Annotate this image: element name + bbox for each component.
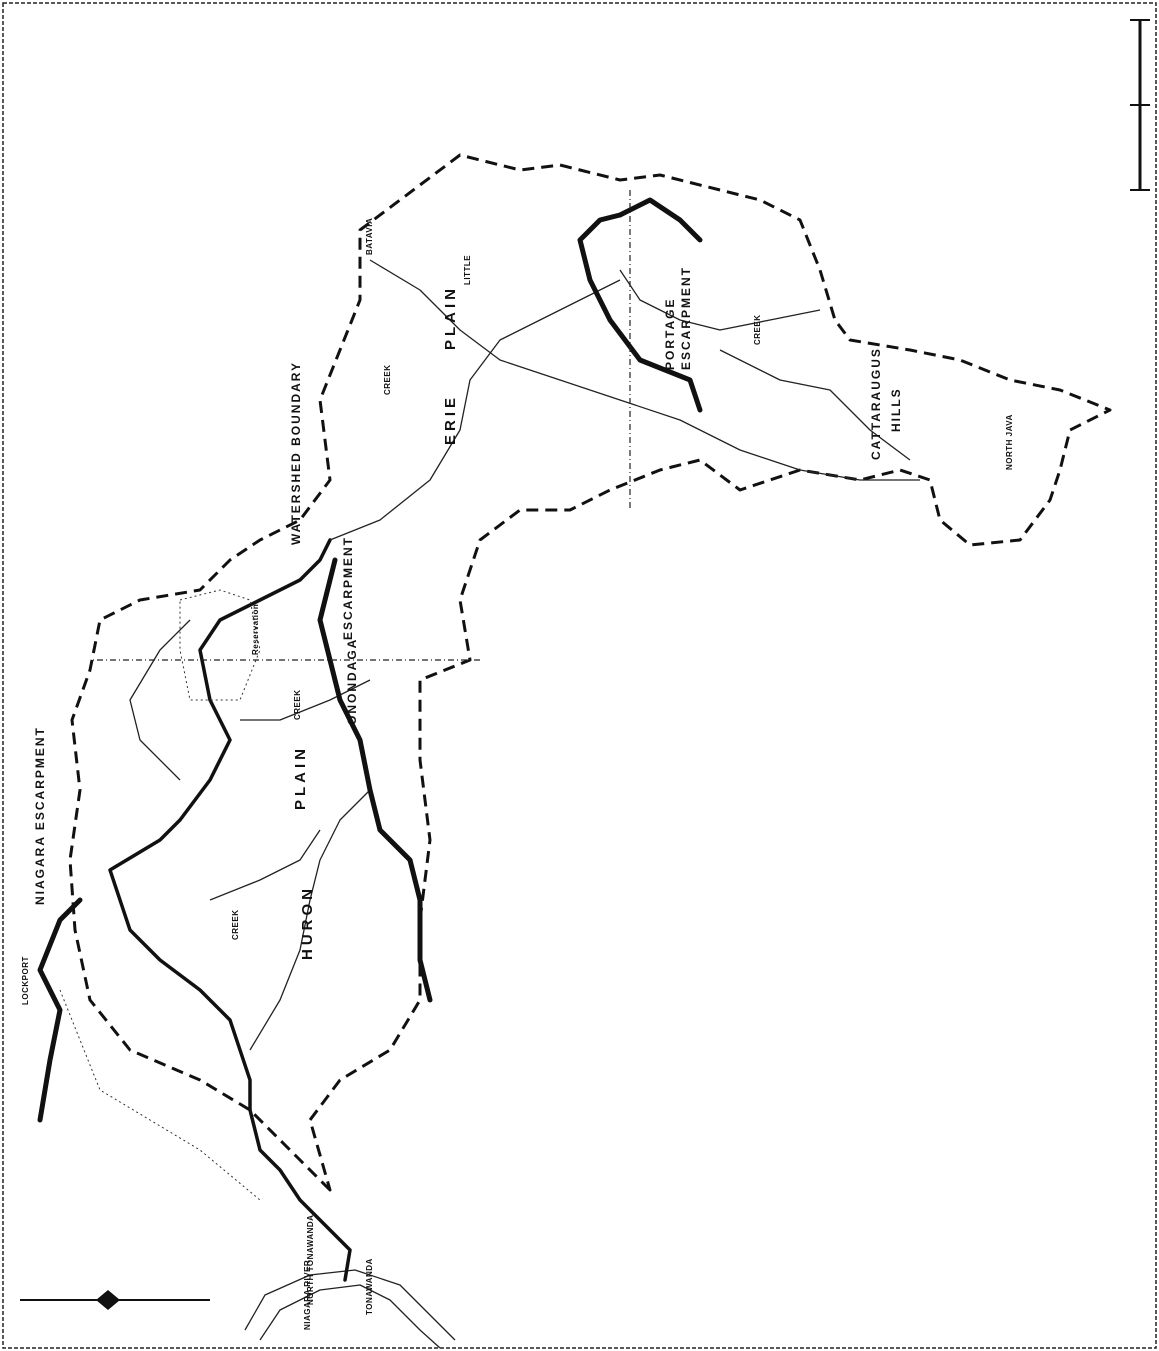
svg-text:NORTH JAVA: NORTH JAVA [1005,414,1014,470]
erie-plain-label: PLAIN [442,285,459,350]
north-java-label: NORTH JAVA [1005,414,1014,470]
svg-text:LITTLE: LITTLE [463,255,472,285]
portage-escarpment-line-2 [617,197,703,243]
onondaga-escarpment-line [317,557,433,1003]
svg-text:PLAIN: PLAIN [442,285,459,350]
svg-text:CATTARAUGUS: CATTARAUGUS [869,347,883,460]
svg-text:ONONDAGA: ONONDAGA [345,638,359,725]
huron-plain-label: PLAIN [292,745,309,810]
creek-label-1: CREEK [231,909,240,940]
svg-text:ESCARPMENT: ESCARPMENT [341,536,355,640]
svg-text:NIAGARA ESCARPMENT: NIAGARA ESCARPMENT [33,726,47,905]
niagara-escarpment-line [37,897,83,1123]
tributary-7 [619,269,821,331]
tributary-2 [209,829,321,901]
niagara-river-bank-1 [259,1284,441,1349]
svg-text:ERIE: ERIE [442,394,459,445]
portage-label: PORTAGE [663,298,677,370]
svg-text:CREEK: CREEK [293,689,302,720]
creek-label-4: CREEK [753,314,762,345]
scale-bar [1130,19,1150,191]
tonawanda-label: TONAWANDA [365,1258,374,1315]
svg-text:CREEK: CREEK [383,364,392,395]
svg-text:TONAWANDA: TONAWANDA [365,1258,374,1315]
erie-label: ERIE [442,394,459,445]
portage-escarpment-label: ESCARPMENT [679,266,693,370]
svg-text:PORTAGE: PORTAGE [663,298,677,370]
tributary-5 [329,279,621,541]
niagara-river-bank-2 [244,1269,456,1341]
svg-text:PLAIN: PLAIN [292,745,309,810]
little-label: LITTLE [463,255,472,285]
tributary-4 [129,619,191,781]
svg-text:WATERSHED BOUNDARY: WATERSHED BOUNDARY [289,361,303,545]
niagara-river-label: NIAGARA RIVER [303,1260,312,1330]
svg-text:CREEK: CREEK [231,909,240,940]
tributary-8 [719,349,911,461]
cattaraugus-label: CATTARAUGUS [869,347,883,460]
tonawanda-creek [108,538,352,1282]
portage-escarpment-line [577,212,703,413]
creek-label-3: CREEK [383,364,392,395]
tributary-6 [369,259,920,481]
reservation-boundary [179,589,261,701]
niagara-escarpment-label: NIAGARA ESCARPMENT [33,726,47,905]
svg-text:HILLS: HILLS [889,387,903,432]
svg-text:ESCARPMENT: ESCARPMENT [679,266,693,370]
reservation-label: Reservation [251,604,260,655]
lockport-road [59,989,261,1201]
svg-text:BATAVIA: BATAVIA [365,218,374,255]
creek-label-2: CREEK [293,689,302,720]
onondaga-escarpment-label: ESCARPMENT [341,536,355,640]
svg-text:NORTH TONAWANDA: NORTH TONAWANDA [306,1215,315,1305]
north-tonawanda-label: NORTH TONAWANDA [306,1215,315,1305]
svg-text:NIAGARA RIVER: NIAGARA RIVER [303,1260,312,1330]
tributary-1 [249,789,371,1051]
svg-text:HURON: HURON [299,885,316,960]
svg-text:CREEK: CREEK [753,314,762,345]
compass-icon [96,1290,120,1310]
tributary-3 [240,679,371,721]
watershed-boundary-line [68,153,1112,1192]
lockport-label: LOCKPORT [21,956,30,1005]
watershed-boundary-label: WATERSHED BOUNDARY [289,361,303,545]
north-arrow [20,1290,210,1310]
hills-label: HILLS [889,387,903,432]
batavia-label: BATAVIA [365,218,374,255]
onondaga-label: ONONDAGA [345,638,359,725]
svg-text:Reservation: Reservation [251,604,260,655]
huron-label: HURON [299,885,316,960]
svg-text:LOCKPORT: LOCKPORT [21,956,30,1005]
